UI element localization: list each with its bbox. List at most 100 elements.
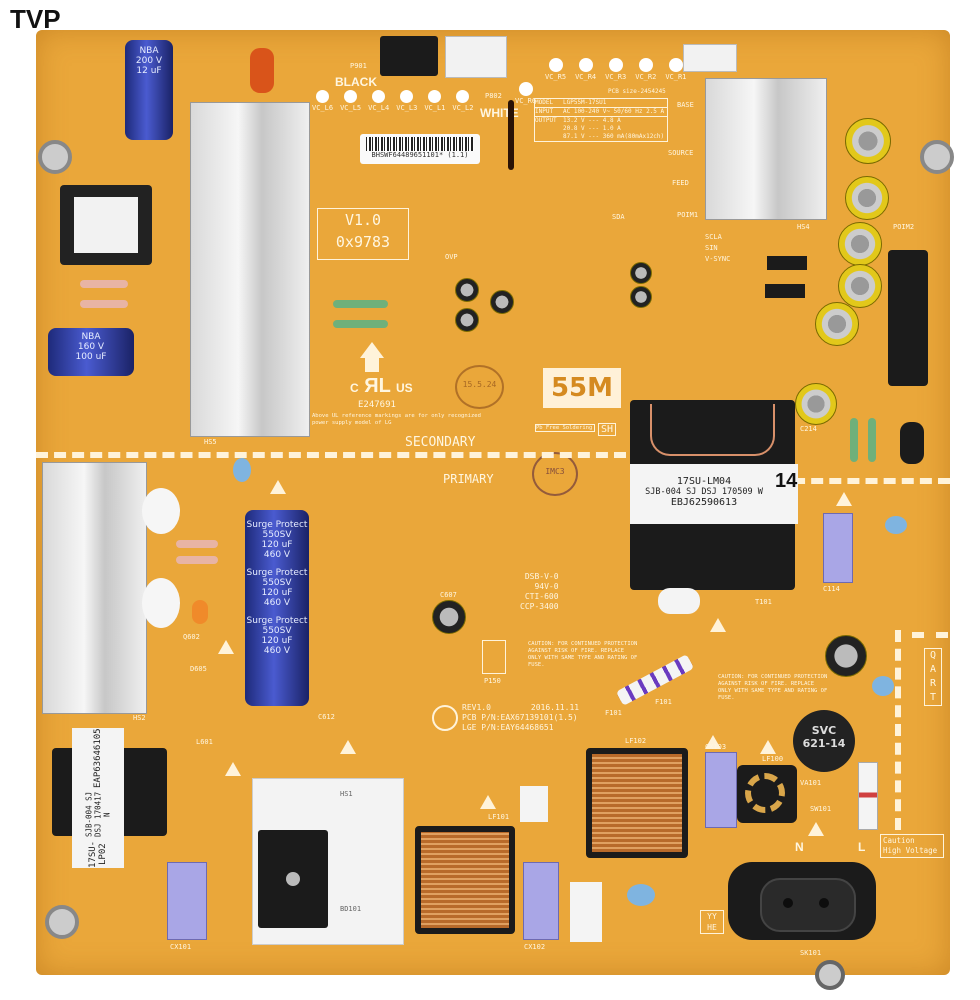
line-filter-lf100 (737, 765, 797, 823)
ref-label: LF101 (488, 813, 510, 821)
hazard-icon (710, 618, 726, 632)
model-badge: 55M (543, 368, 621, 408)
connector-p900 (683, 44, 737, 72)
barcode-text: BHSWF64489651101* (1.1) (371, 151, 469, 159)
ref-label: HS4 (797, 223, 810, 231)
signal-label: V-SYNC (705, 255, 731, 263)
pcb-size: PCB size-2454245 (608, 88, 666, 95)
transformer-line2: SJB-004 SJ DSJ 170417 N (84, 791, 112, 837)
signal-labels: SCLA SIN V-SYNC (705, 232, 730, 265)
resistor (333, 320, 388, 328)
ul-mark: C ЯL US (350, 375, 413, 397)
spec-output: 13.2 V --- 4.8 A (563, 117, 621, 124)
tp-label: VC_L1 (424, 104, 446, 112)
secondary-label: SECONDARY (405, 435, 476, 450)
ref-label: SK101 (800, 949, 822, 957)
hazard-icon (705, 735, 721, 749)
diode (765, 284, 805, 298)
mount-hole (45, 905, 79, 939)
transformer-line1: 17SU-LP02 (88, 840, 108, 868)
ul-us: US (396, 381, 413, 395)
line-filter-lf102 (586, 748, 688, 858)
cap-value: 12 uF (136, 66, 162, 76)
ac-socket-inlet[interactable] (760, 878, 856, 932)
tp-label: VC_R1 (665, 73, 687, 81)
hv-line2: High Voltage (883, 846, 938, 855)
ref-label: F101 (605, 709, 622, 717)
isolation-line-vertical (895, 630, 901, 830)
he-label: HE (707, 923, 717, 932)
connector-p901 (380, 36, 438, 76)
tp-label: VC_L6 (312, 104, 334, 112)
test-points-left: VC_L6 VC_L5 VC_L4 VC_L3 VC_L1 VC_L2 (312, 90, 473, 114)
capacitor (455, 278, 479, 302)
spec-output-label: OUTPUT (535, 117, 557, 124)
stamp: 15.5.24 (455, 365, 504, 409)
ref-label: HS1 (340, 790, 353, 798)
ref-label: VA101 (800, 779, 822, 787)
hazard-icon (760, 740, 776, 754)
ref-label: C612 (318, 713, 335, 721)
capacitor-cx101 (167, 862, 207, 940)
rating-line: CCP-3400 (520, 602, 559, 611)
cap-value: 100 uF (75, 352, 107, 362)
spec-output: 20.8 V --- 1.0 A (563, 125, 621, 132)
label-p802: P802 (485, 92, 502, 100)
capacitor (455, 308, 479, 332)
cap-series: 550SV (262, 530, 292, 540)
cap-volt: 460 V (263, 646, 291, 656)
rev-label: REV1.0 (462, 703, 491, 712)
capacitor-orange (192, 600, 208, 624)
signal-label: SOURCE (668, 149, 694, 157)
flame-rating: DSB-V-0 94V-0 CTI-600 CCP-3400 (520, 572, 559, 612)
ferrite-bead (142, 578, 180, 628)
label-black: BLACK (335, 75, 377, 89)
cap-volt: 460 V (263, 598, 291, 608)
cap-brand: Surge Protect (246, 568, 308, 578)
capacitor-yellow (838, 222, 882, 266)
ref-label: C214 (800, 425, 817, 433)
transformer-winding (650, 404, 775, 456)
capacitor-c607 (432, 600, 466, 634)
capacitor-y (627, 884, 655, 906)
pb-free-label: Pb Free Soldering (535, 424, 595, 432)
capacitor-yellow (845, 176, 889, 220)
ref-label: C607 (440, 591, 457, 599)
cap-value: 120 uF (261, 636, 293, 646)
label-p901: P901 (350, 62, 367, 70)
resistor (80, 300, 128, 308)
resistor (868, 418, 876, 462)
signal-label: BASE (677, 101, 694, 109)
cap-value: 120 uF (261, 540, 293, 550)
pcb-part-number: PCB P/N:EAX67139101(1.5) (462, 713, 578, 722)
inductor-orange (250, 48, 274, 93)
ntc-thermistor (520, 786, 548, 822)
version-line1: V1.0 (344, 211, 382, 229)
ac-n-label: N (795, 840, 804, 854)
hazard-icon (340, 740, 356, 754)
tp-label: VC_R4 (575, 73, 597, 81)
spec-input: AC 100-240 V~ 50/60 Hz 2.5 A (563, 108, 665, 115)
yy-label: YY (707, 912, 717, 921)
resistor (80, 280, 128, 288)
diode (767, 256, 807, 270)
connector-p150 (482, 640, 506, 674)
hazard-icon (836, 492, 852, 506)
ref-label: P150 (484, 677, 501, 685)
hazard-icon (218, 640, 234, 654)
signal-label: POIM2 (893, 223, 915, 231)
test-points-top: VC_R5 VC_R4 VC_R3 VC_R2 VC_R1 (545, 58, 686, 83)
capacitor (490, 290, 514, 314)
tp-label: VC_L4 (368, 104, 390, 112)
watermark: TVP (10, 4, 61, 34)
transformer-line2: SJB-004 SJ DSJ 170509 W (645, 487, 763, 497)
bulk-capacitor: Surge Protect 550SV 120 uF 460 V Surge P… (245, 510, 309, 706)
capacitor-ceramic (233, 458, 251, 482)
side-label: T (929, 692, 937, 703)
capacitor (825, 635, 867, 677)
caution-fuse-left: CAUTION: FOR CONTINUED PROTECTION AGAINS… (528, 641, 638, 668)
sh-label: SH (598, 423, 617, 436)
